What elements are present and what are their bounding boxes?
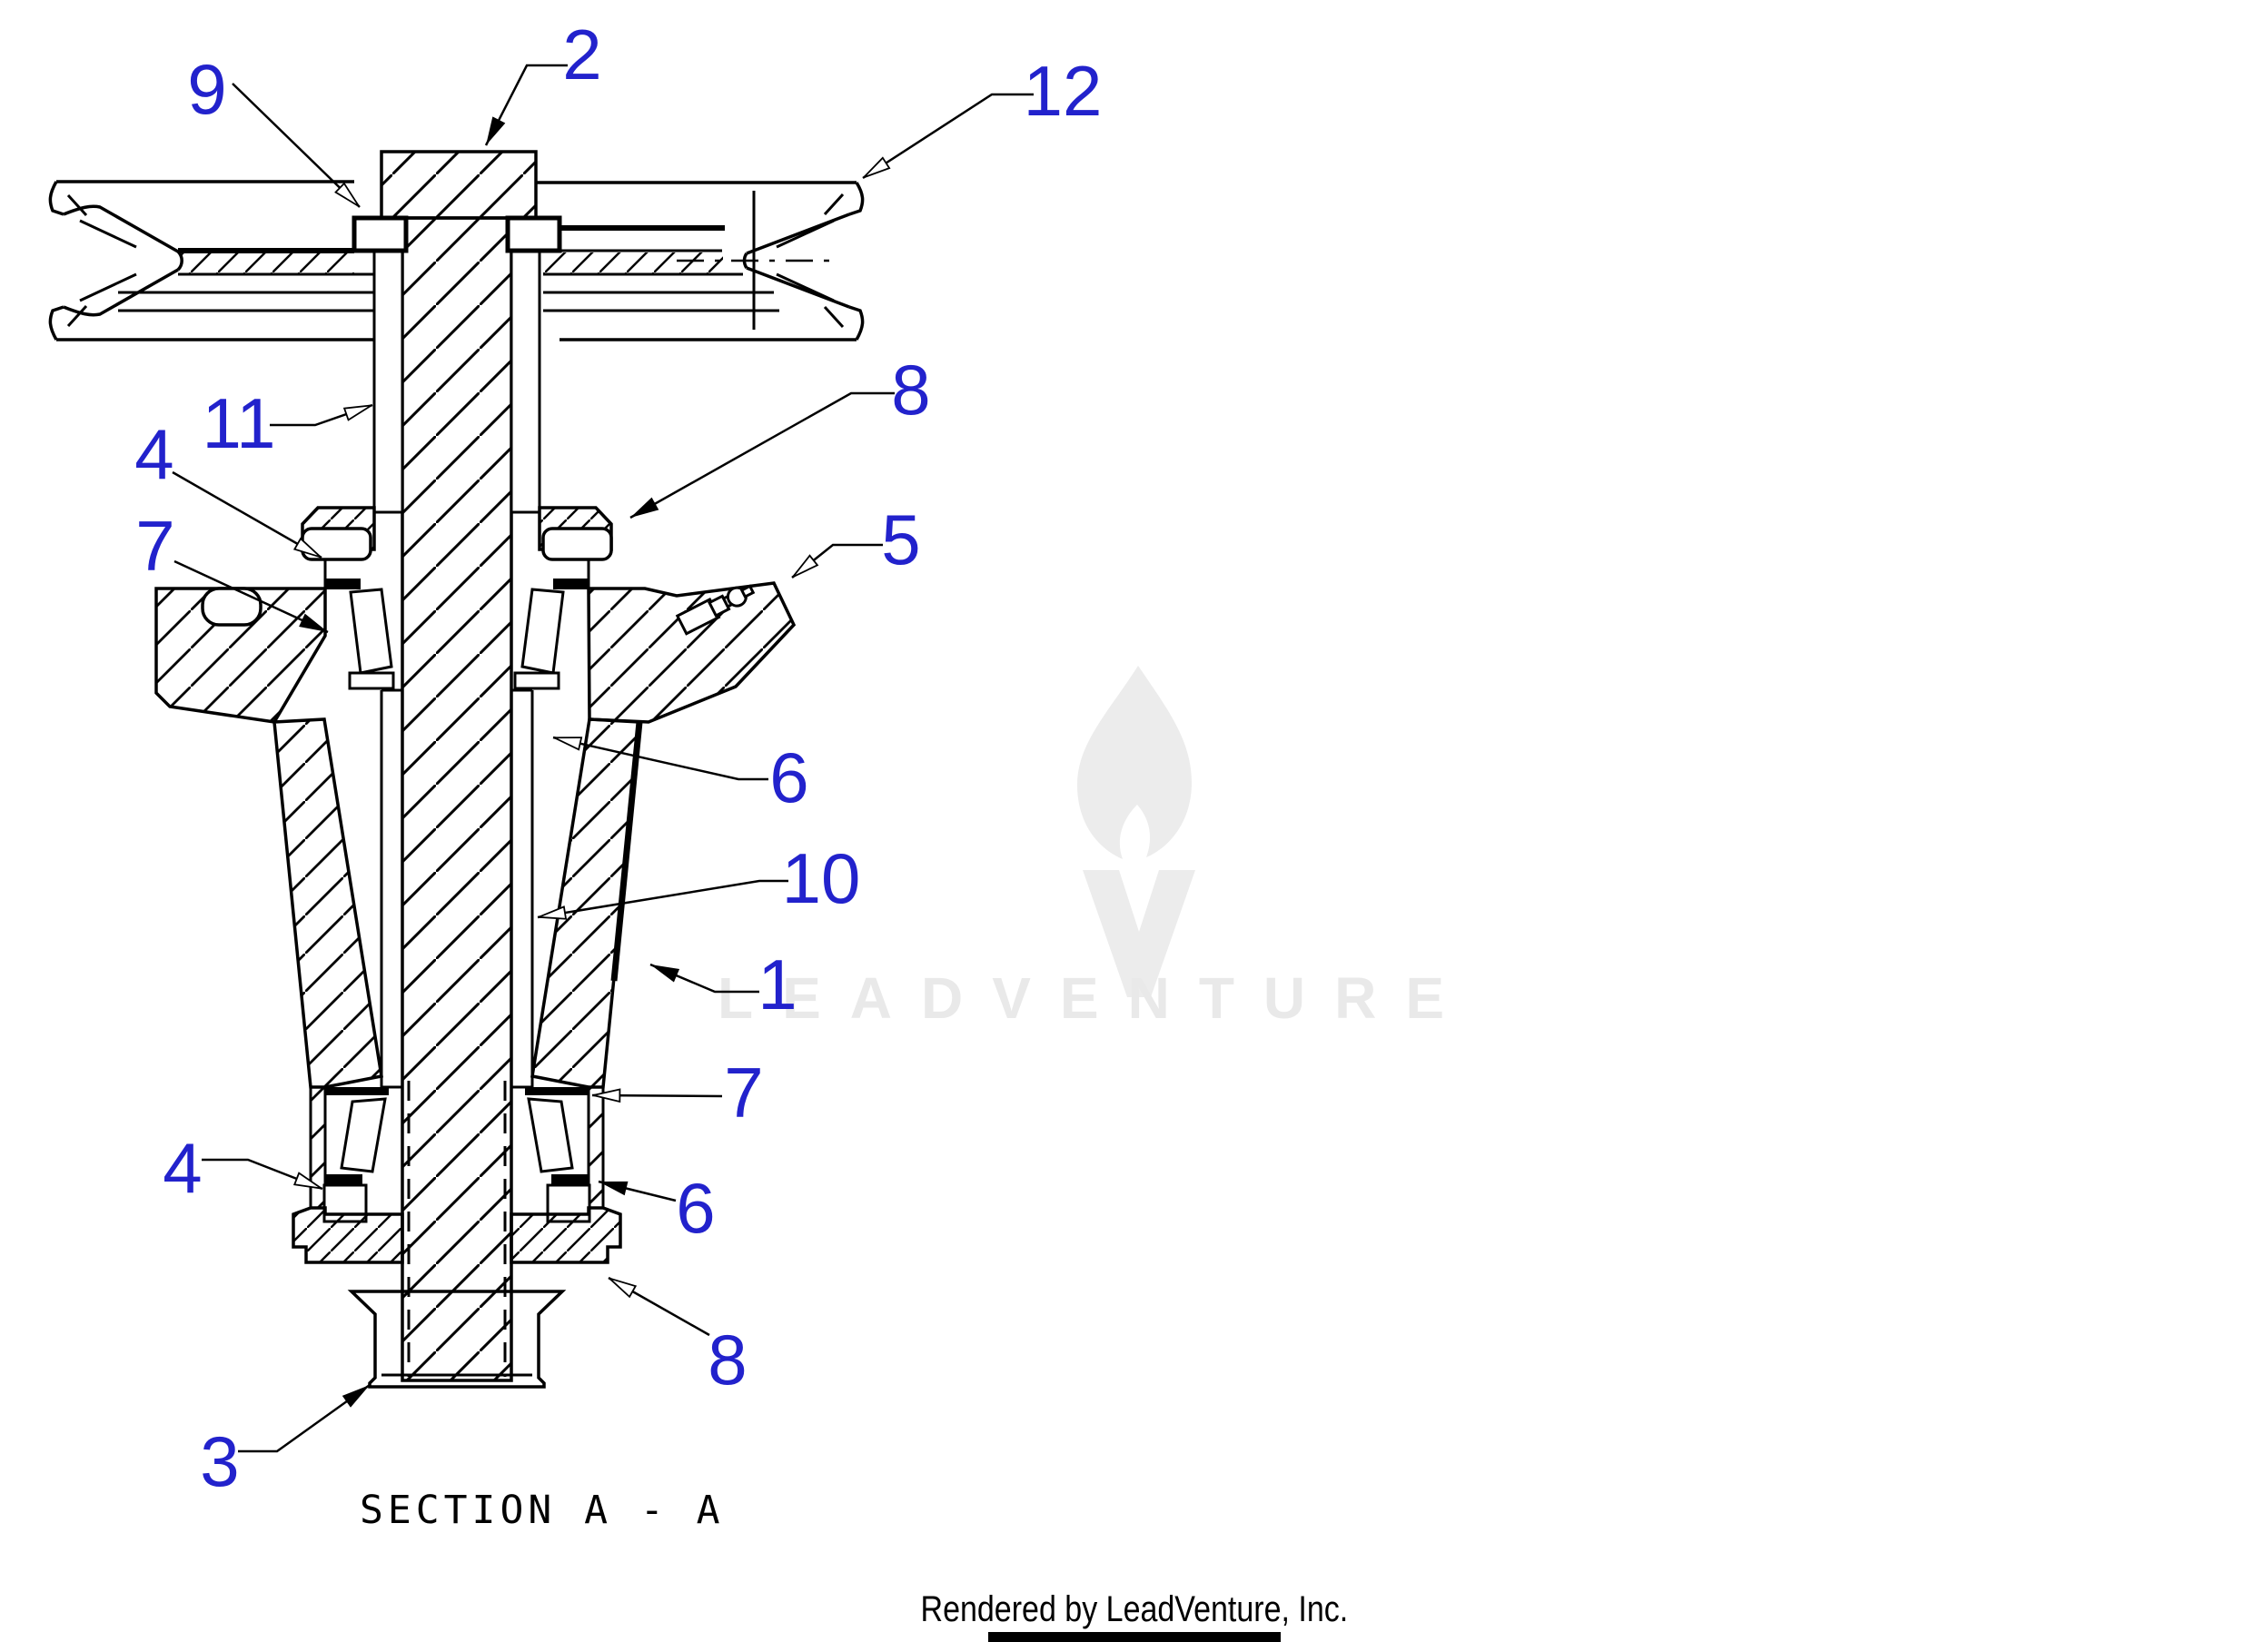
shaft-end: [347, 1081, 567, 1389]
leader-10: [537, 879, 788, 920]
callout-8-14: 8: [708, 1320, 747, 1400]
callout-7-5: 7: [135, 506, 174, 586]
flame-icon: [1077, 666, 1192, 859]
leader-lines: [172, 64, 1034, 1453]
callout-8-6: 8: [891, 350, 930, 430]
leader-6-bottom: [598, 1180, 677, 1202]
callout-11-3: 11: [203, 383, 276, 463]
shaft-section: [380, 150, 538, 1382]
callout-12-2: 12: [1024, 51, 1103, 131]
pulley-section: [48, 180, 865, 341]
leader-8-bottom: [608, 1276, 710, 1337]
leader-2: [484, 64, 568, 146]
leader-4-bottom: [202, 1158, 323, 1191]
watermark-text: LEADVENTURE: [718, 965, 1474, 1031]
callout-3-15: 3: [200, 1421, 239, 1501]
leader-7-bottom: [591, 1088, 723, 1103]
callout-labels: 9 2 12 11 4 7 8 5 6 10 1 7 4 6 8 3: [134, 15, 1102, 1501]
callout-7-11: 7: [724, 1053, 763, 1133]
callout-4-12: 4: [163, 1128, 202, 1208]
leader-3: [238, 1383, 371, 1453]
callout-6-8: 6: [769, 737, 808, 817]
bottom-bar: [988, 1632, 1281, 1642]
leader-12: [862, 93, 1034, 180]
lower-bearing-cap: [292, 1206, 622, 1264]
leader-11: [270, 403, 373, 427]
callout-5-7: 5: [881, 500, 920, 579]
callout-1-10: 1: [758, 945, 797, 1024]
v-chevron-icon: [1083, 870, 1195, 997]
leader-9: [232, 83, 361, 208]
spacer-tube: [380, 688, 534, 1089]
leader-1: [649, 963, 759, 994]
callout-6-13: 6: [676, 1168, 715, 1248]
spacer-and-washers: [352, 215, 562, 514]
callout-10-9: 10: [782, 838, 861, 918]
grease-fitting: [675, 584, 756, 636]
callout-4-4: 4: [134, 414, 173, 494]
leader-7-top: [173, 559, 329, 634]
section-label: SECTION A - A: [360, 1488, 725, 1533]
leader-5: [791, 543, 883, 579]
leader-4-top: [172, 470, 322, 559]
callout-2-1: 2: [562, 15, 601, 94]
housing-section: [154, 581, 797, 1210]
leader-6-top: [552, 736, 768, 781]
callout-9-0: 9: [187, 49, 226, 129]
footer-text: Rendered by LeadVenture, Inc.: [920, 1589, 1348, 1629]
footer: Rendered by LeadVenture, Inc.: [0, 1589, 2268, 1630]
leader-8-top: [629, 391, 895, 519]
